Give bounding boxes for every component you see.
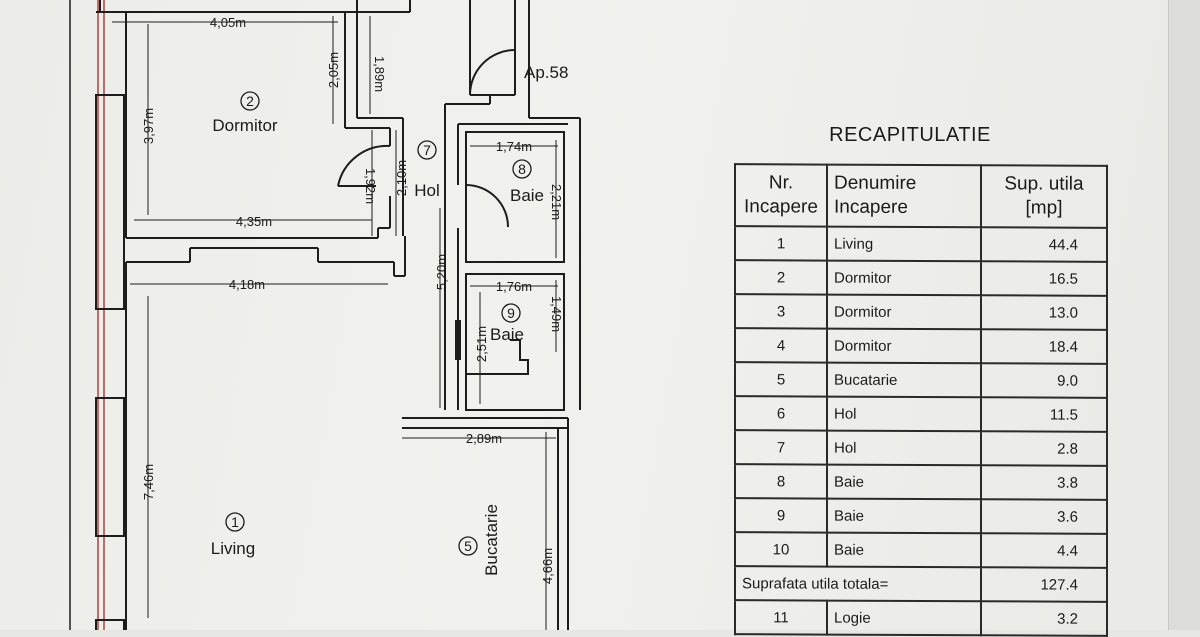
cell-nr: 1 (735, 226, 827, 261)
cell-area: 13.0 (981, 295, 1107, 330)
room-name-bucatarie: Bucatarie (482, 504, 501, 576)
total-value: 127.4 (981, 567, 1107, 602)
cell-name: Living (827, 226, 981, 262)
cell-nr: 10 (735, 532, 827, 567)
cell-area: 44.4 (981, 227, 1107, 262)
cell-nr: 4 (735, 328, 827, 363)
dim-living-top: 4,18m (229, 277, 265, 292)
cell-name: Baie (827, 498, 981, 534)
dim-wall-205: 2,05m (326, 52, 341, 88)
recap-title: RECAPITULATIE (829, 124, 991, 146)
header-sup-utila: Sup. utila[mp] (981, 165, 1107, 228)
cell-name: Hol (827, 430, 981, 466)
cell-name: Dormitor (827, 328, 981, 364)
dim-dormitor-bottom: 4,35m (236, 214, 272, 229)
cell-area: 9.0 (981, 363, 1107, 398)
cell-nr: 8 (735, 464, 827, 499)
room-number-7: 7 (423, 142, 431, 158)
cell-area: 16.5 (981, 261, 1107, 296)
cell-area: 3.2 (981, 601, 1107, 636)
dim-living-height: 7,46m (141, 464, 156, 500)
room-number-1: 1 (231, 514, 239, 530)
room-name-dormitor: Dormitor (212, 116, 278, 135)
dim-hol-192: 1,92m (363, 168, 378, 204)
cell-name: Dormitor (827, 294, 981, 330)
room-number-2: 2 (246, 93, 254, 109)
cell-nr: 7 (735, 430, 827, 465)
cell-name: Logie (827, 600, 981, 636)
dim-baie8-width: 1,74m (496, 139, 532, 154)
room-name-living: Living (211, 539, 255, 558)
cell-nr: 9 (735, 498, 827, 533)
dim-bucatarie-height: 4,66m (540, 548, 555, 584)
cell-nr: 6 (735, 396, 827, 431)
cell-name: Hol (827, 396, 981, 432)
dim-baie9-width: 1,76m (496, 279, 532, 294)
cell-area: 3.8 (981, 465, 1107, 500)
room-name-baie-9: Baie (490, 325, 524, 344)
cell-name: Dormitor (827, 260, 981, 296)
cell-area: 11.5 (981, 397, 1107, 432)
dim-wall-189: 1,89m (372, 56, 387, 92)
dim-baie8-height: 2,21m (549, 184, 564, 220)
sheet-edge (1168, 0, 1200, 630)
cell-name: Baie (827, 464, 981, 500)
dim-dormitor-top: 4,05m (210, 15, 246, 30)
room-name-hol: Hol (414, 181, 440, 200)
cell-nr: 2 (735, 260, 827, 295)
cell-name: Bucatarie (827, 362, 981, 398)
dim-bucatarie-width: 2,89m (466, 431, 502, 446)
cell-nr: 11 (735, 600, 827, 635)
total-row: Suprafata utila totala= 127.4 (735, 566, 1107, 602)
cell-area: 2.8 (981, 431, 1107, 466)
cell-nr: 5 (735, 362, 827, 397)
floor-plan: 4,05m 4,35m 4,18m 3,97m 2,05m 1,89m 1,92… (69, 0, 581, 630)
dim-baie9-height: 1,49m (549, 296, 564, 332)
cell-area: 3.6 (981, 499, 1107, 534)
room-name-baie-8: Baie (510, 186, 544, 205)
cell-name: Baie (827, 532, 981, 568)
header-nr-incapere: Nr.Incapere (735, 164, 827, 227)
dim-dormitor-height: 3,97m (141, 108, 156, 144)
cell-area: 18.4 (981, 329, 1107, 364)
total-label: Suprafata utila totala= (735, 566, 981, 602)
cell-area: 4.4 (981, 533, 1107, 568)
room-number-9: 9 (507, 305, 515, 321)
room-number-5: 5 (464, 538, 472, 554)
dim-hol-210: 2,10m (394, 160, 409, 196)
cell-nr: 3 (735, 294, 827, 329)
dim-corridor-520: 5,20m (434, 254, 449, 290)
room-number-8: 8 (518, 161, 526, 177)
apartment-label: Ap.58 (524, 63, 568, 82)
dim-baie9-251: 2,51m (474, 326, 489, 362)
